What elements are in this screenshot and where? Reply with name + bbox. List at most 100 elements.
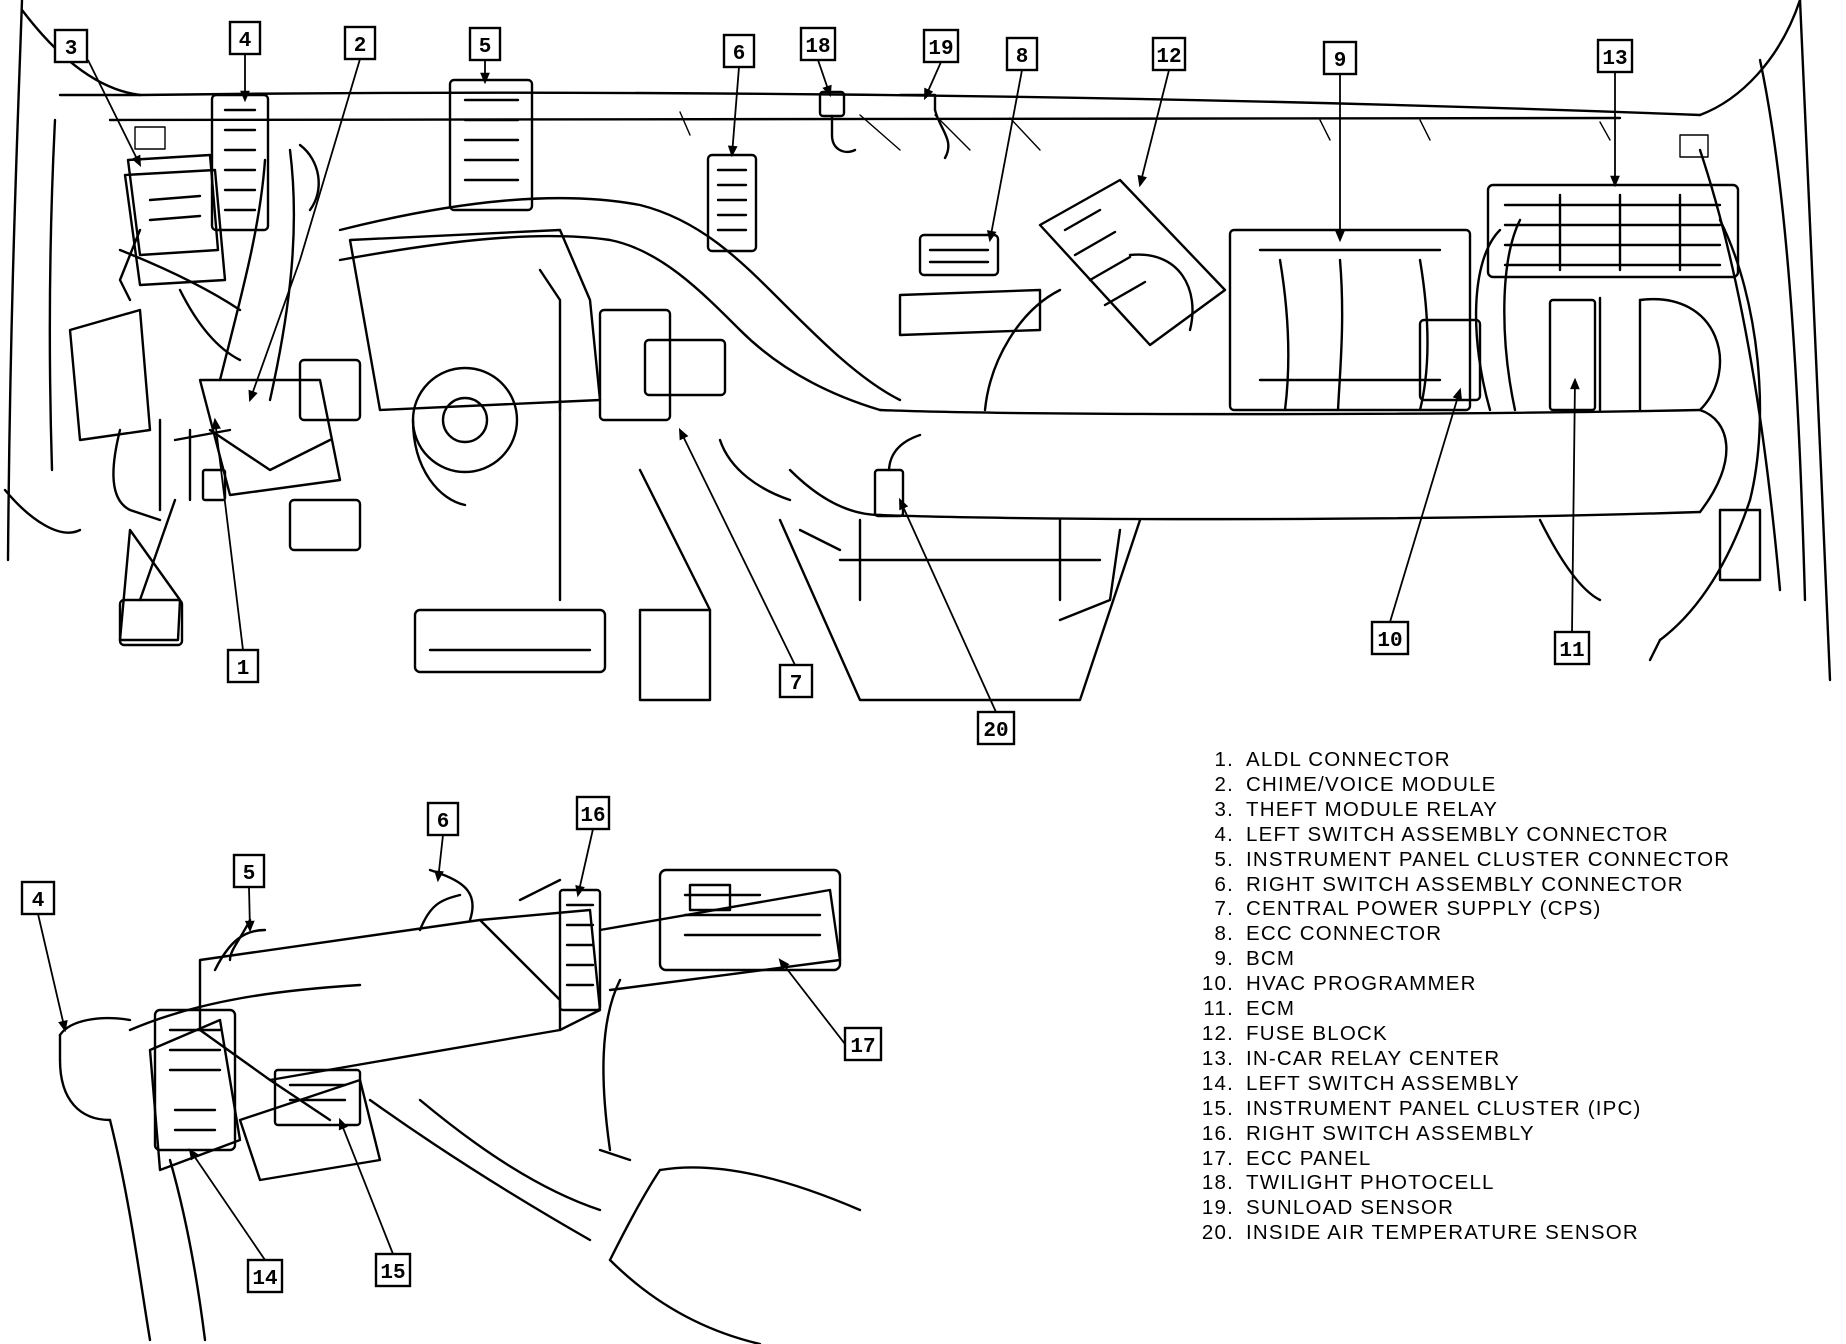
legend-item: 17. ECC PANEL [1188, 1147, 1730, 1172]
leader-arrowhead [248, 389, 258, 403]
leader-arrowhead [899, 497, 909, 511]
legend-number: 16. [1201, 1121, 1234, 1145]
leader-line [1139, 69, 1170, 186]
inset-callout-4: 4 [20, 880, 56, 916]
callout-number: 20 [983, 720, 1008, 743]
leader-line [214, 419, 244, 651]
leader-line [249, 58, 361, 401]
legend-item: 3.THEFT MODULE RELAY [1188, 798, 1730, 823]
legend-number: 11. [1203, 997, 1234, 1021]
component-legend: 1.ALDL CONNECTOR 2.CHIME/VOICE MODULE 3.… [1188, 748, 1730, 1246]
ecm-11 [1548, 298, 1597, 412]
cps-7 [598, 308, 727, 422]
legend-number: 19. [1201, 1196, 1234, 1220]
steering-column [348, 228, 602, 507]
legend-number: 20. [1201, 1221, 1234, 1245]
callout-11: 11 [1553, 630, 1591, 666]
legend-number: 8. [1214, 922, 1234, 946]
legend-item: 10.HVAC PROGRAMMER [1188, 972, 1730, 997]
leader-line [731, 66, 740, 156]
callout-number: 17 [850, 1036, 875, 1059]
legend-label: RIGHT SWITCH ASSEMBLY [1246, 1121, 1535, 1145]
callout-number: 14 [252, 1268, 277, 1291]
callout-5: 5 [468, 26, 502, 62]
leader-arrowhead [678, 427, 689, 441]
callout-18: 18 [799, 26, 837, 62]
leader-line [577, 828, 594, 896]
callout-number: 19 [928, 38, 953, 61]
callout-2: 2 [343, 25, 377, 61]
callout-box [53, 28, 89, 64]
leader-lines [37, 54, 1620, 1261]
legend-label: ECM [1246, 997, 1296, 1021]
left-switch-connector-4 [210, 93, 270, 232]
leader-arrowhead [575, 884, 585, 898]
callout-number: 11 [1559, 640, 1584, 663]
callout-box [922, 28, 960, 64]
hvac-programmer-10 [1418, 318, 1482, 402]
callout-number: 18 [805, 36, 830, 59]
leader-arrowhead [1335, 230, 1345, 243]
ipc-connector-5 [448, 78, 534, 212]
leader-line [1571, 379, 1576, 633]
leader-arrowhead [58, 1019, 68, 1033]
legend-label: SUNLOAD SENSOR [1246, 1196, 1455, 1220]
center-console [778, 518, 1142, 702]
callout-20: 20 [976, 710, 1016, 746]
callout-box [426, 801, 460, 837]
callout-box [1553, 630, 1591, 666]
callout-3: 3 [53, 28, 89, 64]
callout-number: 2 [354, 35, 367, 58]
legend-label: ECC PANEL [1246, 1146, 1372, 1170]
in-car-relay-center-13 [1486, 183, 1740, 279]
legend-item: 8.ECC CONNECTOR [1188, 922, 1730, 947]
legend-item: 11. ECM [1188, 997, 1730, 1022]
callout-number: 5 [243, 863, 256, 886]
leader-arrowhead [131, 154, 142, 168]
right-switch-connector-6 [706, 153, 758, 253]
leader-line [189, 1149, 266, 1261]
legend-item: 12. FUSE BLOCK [1188, 1022, 1730, 1047]
windshield-defroster-vents [134, 111, 1709, 158]
callout-number: 10 [1377, 630, 1402, 653]
leader-line [779, 959, 846, 1045]
leader-line [679, 429, 796, 666]
callout-box [468, 26, 502, 62]
legend-item: 18.TWILIGHT PHOTOCELL [1188, 1171, 1730, 1196]
legend-item: 7.CENTRAL POWER SUPPLY (CPS) [1188, 897, 1730, 922]
callout-10: 10 [1370, 620, 1410, 656]
callout-9: 9 [1322, 40, 1358, 76]
leader-line [87, 59, 141, 166]
legend-number: 10. [1201, 972, 1234, 996]
inset-callout-5: 5 [232, 853, 266, 889]
legend-number: 17. [1201, 1146, 1234, 1170]
leader-arrowhead [924, 87, 934, 101]
legend-number: 6. [1214, 872, 1234, 896]
callout-box [343, 25, 377, 61]
legend-number: 18. [1201, 1171, 1234, 1195]
leader-line [339, 1119, 394, 1255]
callout-number: 9 [1334, 50, 1347, 73]
legend-item: 9.BCM [1188, 947, 1730, 972]
legend-label: BCM [1246, 947, 1296, 971]
inset-callout-14: 14 [246, 1258, 284, 1294]
pedals [118, 398, 712, 702]
sunload-sensor-19 [898, 93, 950, 160]
legend-number: 12. [1201, 1021, 1234, 1045]
legend-label: THEFT MODULE RELAY [1246, 797, 1499, 821]
inset-callout-15: 15 [374, 1252, 412, 1288]
leader-line [899, 499, 997, 713]
left-connector-wiring [118, 143, 320, 402]
callout-number: 6 [733, 43, 746, 66]
chime-voice-module-2 [298, 358, 362, 422]
callout-box [374, 1252, 412, 1288]
legend-item: 16. RIGHT SWITCH ASSEMBLY [1188, 1122, 1730, 1147]
legend-number: 2. [1214, 772, 1234, 796]
inset-connectors [213, 893, 462, 972]
legend-item: 6.RIGHT SWITCH ASSEMBLY CONNECTOR [1188, 873, 1730, 898]
callout-8: 8 [1005, 36, 1039, 72]
legend-label: FUSE BLOCK [1246, 1021, 1388, 1045]
inset-harness-left [58, 1016, 132, 1062]
leader-arrowhead [434, 870, 444, 883]
